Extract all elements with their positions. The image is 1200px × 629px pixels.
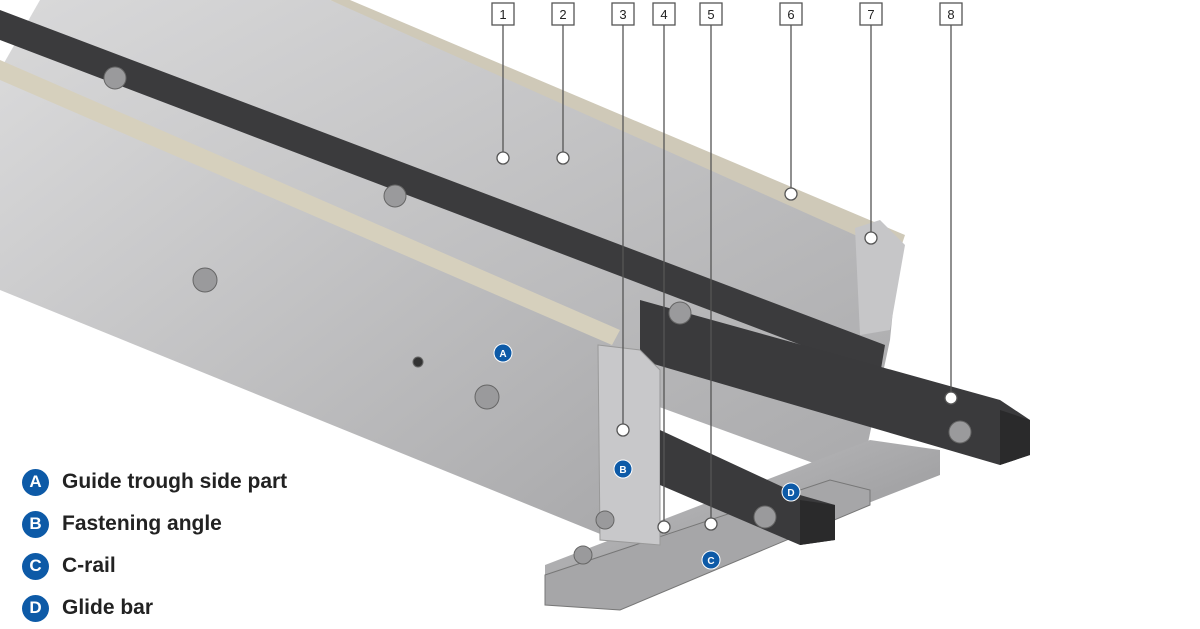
- callout-3: 3: [611, 2, 635, 437]
- callout-7: 7: [859, 2, 883, 245]
- legend-item-c: C C-rail: [22, 545, 287, 587]
- svg-text:7: 7: [867, 7, 874, 22]
- glide-bar-front: [660, 430, 835, 545]
- svg-text:A: A: [499, 349, 506, 360]
- svg-text:B: B: [619, 465, 626, 476]
- svg-text:3: 3: [619, 7, 626, 22]
- callout-2: 2: [551, 2, 575, 165]
- glide-bar-rear-end: [1000, 410, 1030, 465]
- guide-trough-side-part: [0, 65, 615, 540]
- svg-text:D: D: [787, 488, 794, 499]
- callout-5: 5: [699, 2, 723, 531]
- glide-bar-front-end: [800, 500, 835, 545]
- svg-text:8: 8: [947, 7, 954, 22]
- badge-b: B: [613, 459, 633, 479]
- badge-d: D: [781, 482, 801, 502]
- bolts: [103, 66, 972, 565]
- legend-label: Fastening angle: [62, 512, 222, 535]
- side-panel-top-lip: [0, 60, 620, 345]
- legend-label: Guide trough side part: [62, 470, 288, 493]
- legend-badge: B: [22, 510, 49, 538]
- legend-label: Glide bar: [62, 596, 154, 619]
- callout-8: 8: [939, 2, 963, 405]
- legend-label: C-rail: [62, 554, 116, 577]
- svg-text:6: 6: [787, 7, 794, 22]
- legend-item-b: B Fastening angle: [22, 503, 287, 545]
- legend: A Guide trough side part B Fastening angle…: [22, 461, 287, 629]
- callout-6: 6: [779, 2, 803, 201]
- legend-item-d: D Glide bar: [22, 587, 287, 629]
- glide-bar-rear: [640, 300, 1030, 465]
- svg-text:5: 5: [707, 7, 714, 22]
- legend-badge: D: [22, 594, 49, 622]
- badge-c: C: [701, 550, 721, 570]
- svg-text:1: 1: [499, 7, 506, 22]
- rear-trough-lip: [330, 0, 905, 250]
- callouts: 1 2 3 4 5 6 7 8: [491, 2, 963, 534]
- svg-text:2: 2: [559, 7, 566, 22]
- legend-badge: C: [22, 552, 49, 580]
- svg-text:4: 4: [660, 7, 667, 22]
- badge-a: A: [493, 343, 513, 363]
- callout-1: 1: [491, 2, 515, 165]
- rear-trough-flange: [855, 220, 905, 335]
- svg-text:C: C: [707, 556, 714, 567]
- callout-4: 4: [652, 2, 676, 534]
- legend-item-a: A Guide trough side part: [22, 461, 287, 503]
- legend-badge: A: [22, 468, 49, 496]
